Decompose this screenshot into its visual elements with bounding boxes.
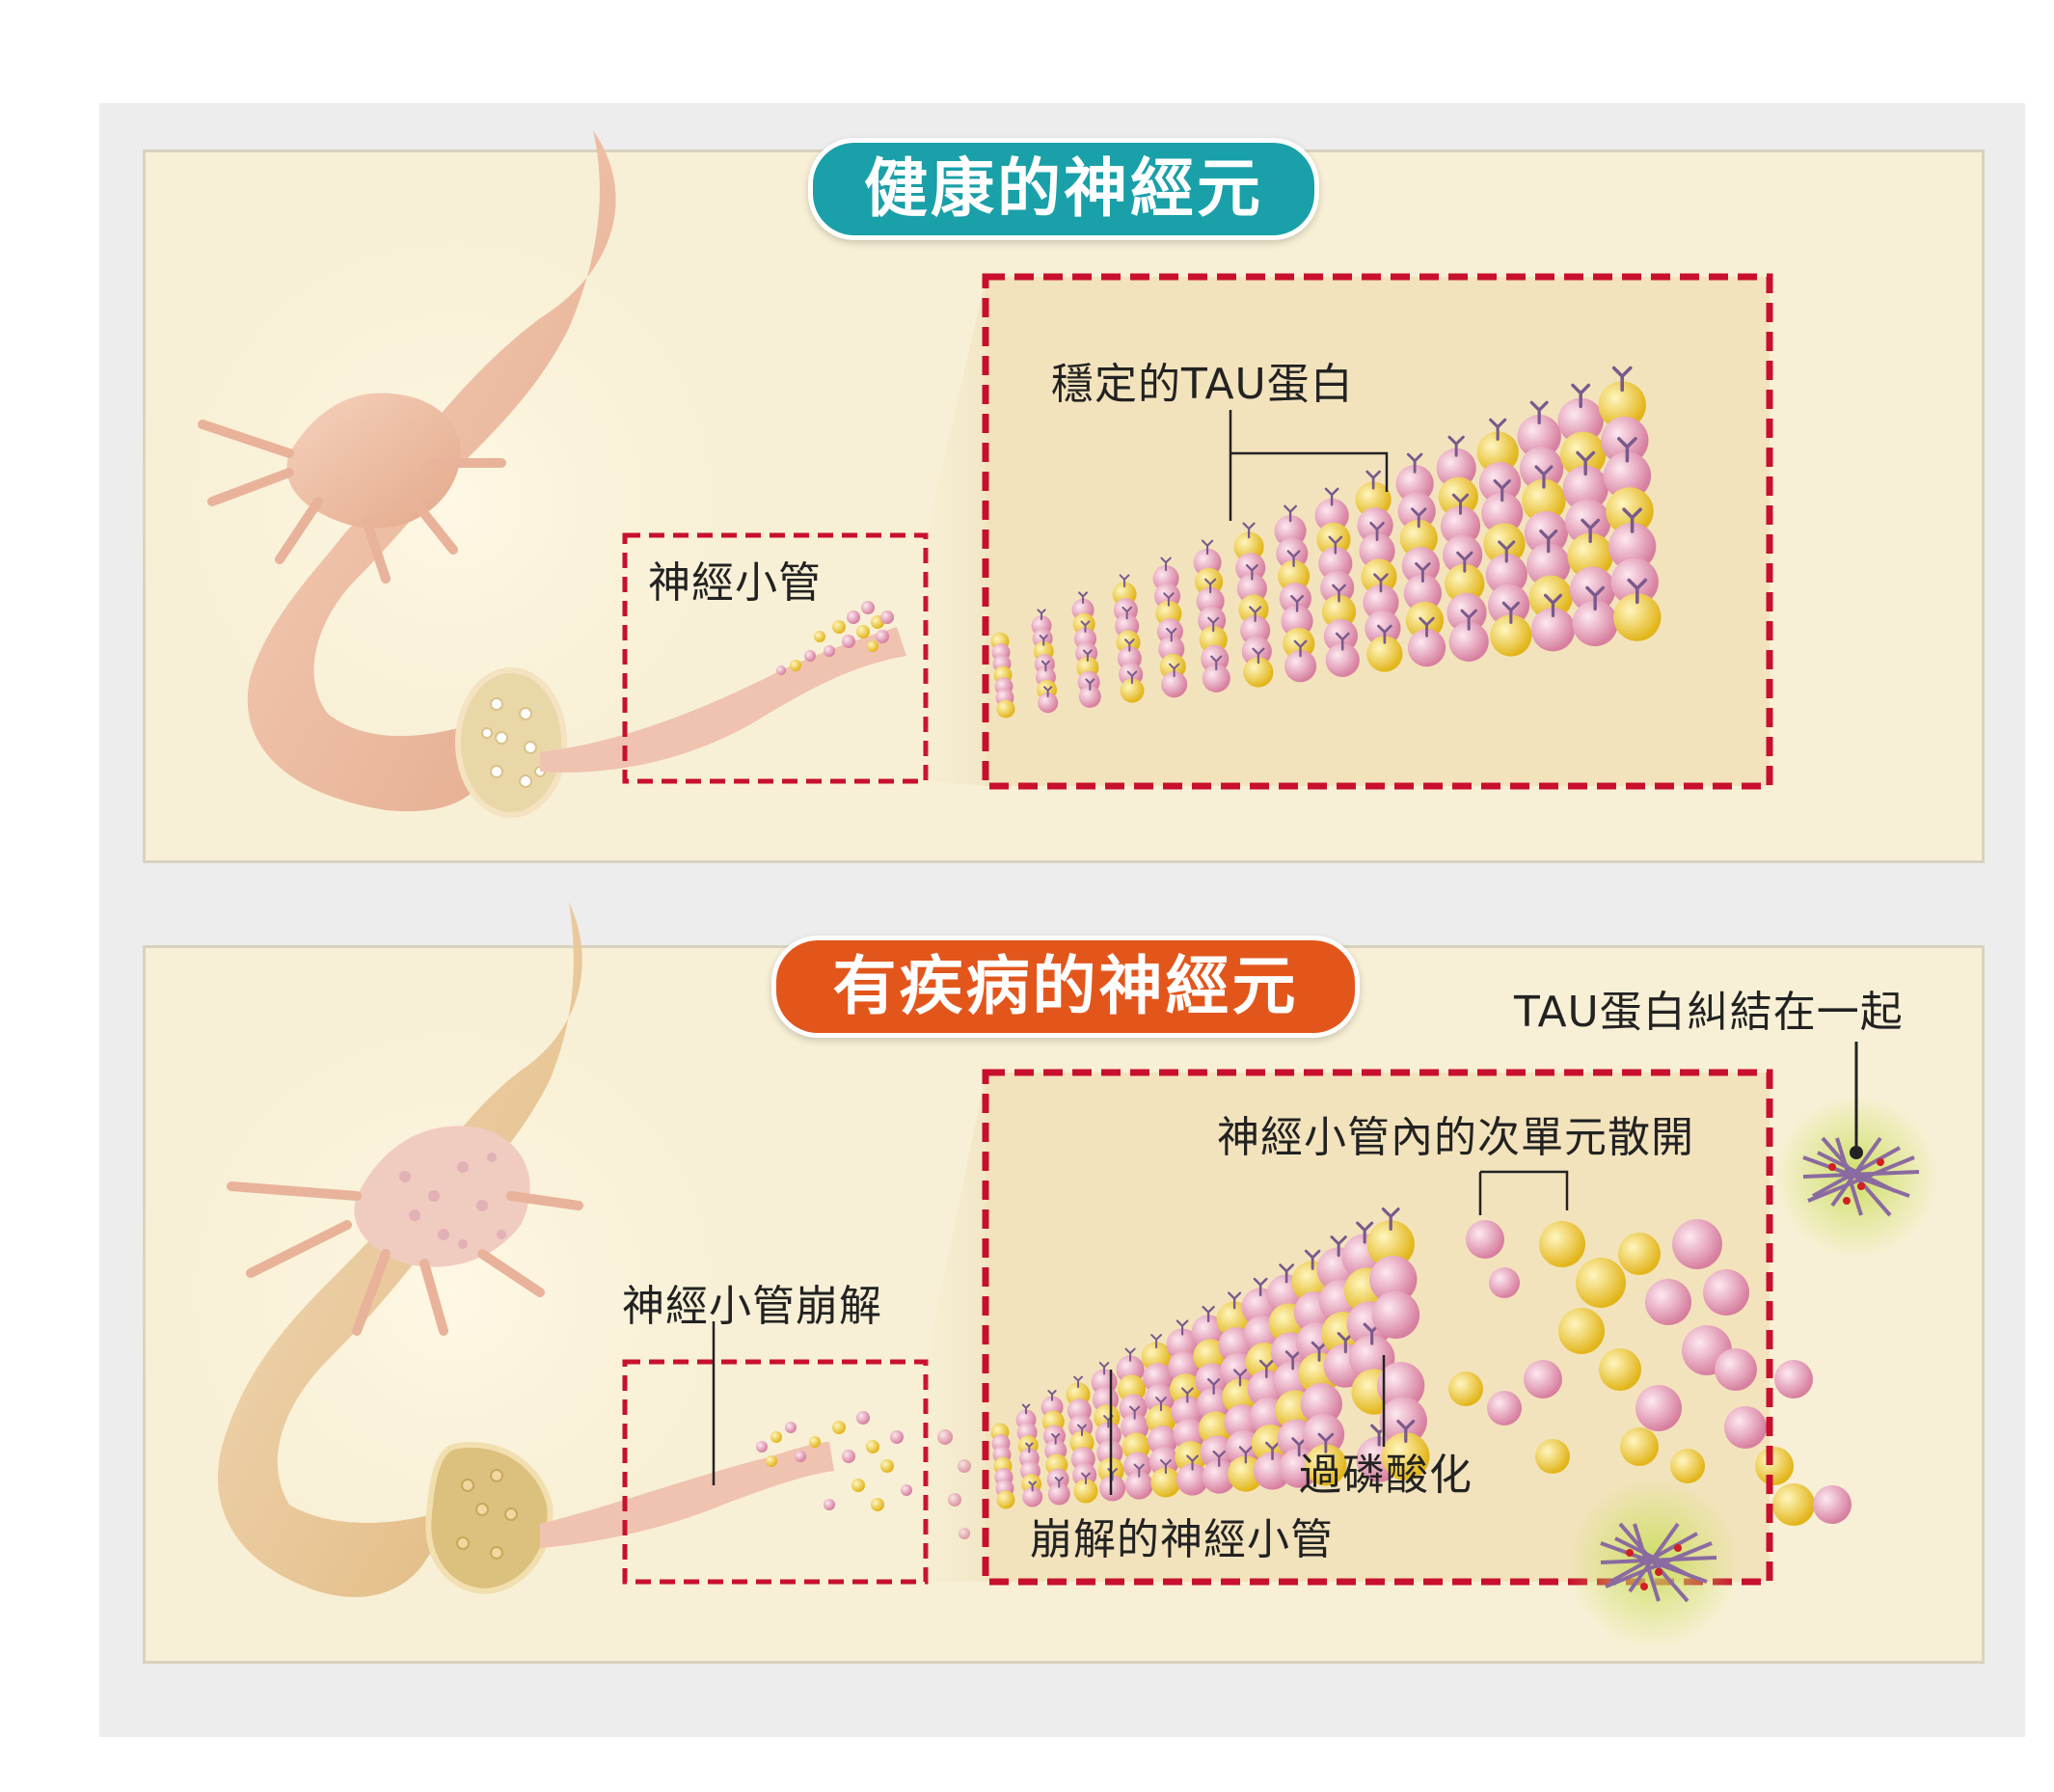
loose-subunit	[1576, 1258, 1626, 1308]
loose-subunit	[1755, 1447, 1794, 1485]
diseased-title-badge: 有疾病的神經元	[771, 936, 1360, 1038]
tau-tangle-lower	[1567, 1476, 1741, 1649]
loose-subunit	[1620, 1427, 1659, 1466]
phosphorylation-label: 過磷酸化	[1299, 1440, 1473, 1502]
loose-subunit	[1448, 1371, 1483, 1406]
loose-subunit	[1670, 1449, 1705, 1483]
collapsed-tube-label: 崩解的神經小管	[1030, 1505, 1334, 1566]
loose-subunit	[1774, 1360, 1813, 1398]
healthy-zoom-wedge	[926, 280, 986, 786]
loose-subunit	[1703, 1269, 1749, 1316]
tangle-label: TAU蛋白糾結在一起	[1514, 977, 1904, 1039]
loose-subunit	[1645, 1279, 1691, 1325]
loose-subunit	[1487, 1391, 1522, 1425]
loose-subunit	[1599, 1348, 1641, 1391]
loose-subunit	[1539, 1221, 1585, 1267]
loose-subunit	[1772, 1483, 1815, 1526]
loose-subunit	[1635, 1385, 1682, 1431]
loose-subunit	[1466, 1220, 1504, 1259]
loose-subunit	[1724, 1406, 1767, 1449]
loose-subunit	[1715, 1348, 1757, 1391]
tubulin-subunit	[1372, 1291, 1419, 1339]
loose-subunit	[1813, 1485, 1851, 1524]
tangle-leader-dot	[1850, 1146, 1863, 1159]
loose-subunit	[1618, 1233, 1661, 1275]
healthy-title-badge: 健康的神經元	[808, 138, 1319, 240]
microtubule-label: 神經小管	[648, 548, 822, 610]
loose-subunit	[1558, 1308, 1605, 1354]
collapse-label: 神經小管崩解	[622, 1271, 882, 1333]
loose-subunit	[1524, 1360, 1562, 1398]
loose-subunit	[1672, 1219, 1722, 1269]
tubulin-subunit	[997, 1491, 1015, 1509]
tubulin-subunit	[997, 700, 1015, 719]
tau-stable-label: 穩定的TAU蛋白	[1051, 349, 1354, 411]
loose-subunit	[1535, 1439, 1570, 1474]
diseased-zoom-wedge	[926, 1075, 986, 1582]
subunits-label: 神經小管內的次單元散開	[1217, 1102, 1694, 1164]
loose-subunit	[1489, 1267, 1520, 1298]
